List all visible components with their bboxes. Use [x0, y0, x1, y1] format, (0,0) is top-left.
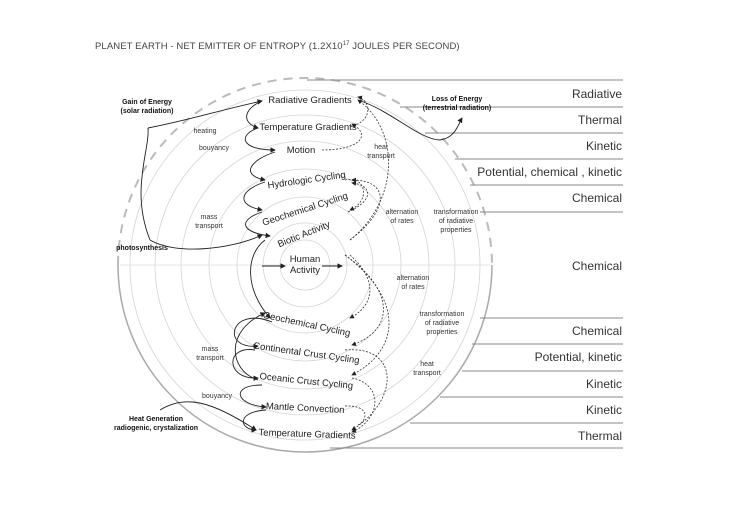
center-activity: Activity: [290, 265, 320, 276]
heat-transport-lower-2: transport: [413, 370, 441, 377]
diagram-title: PLANET EARTH - NET EMITTER OF ENTROPY (1…: [95, 41, 460, 52]
atmosphere-boundary-dashed: [117, 77, 493, 266]
energy-label: Chemical: [572, 259, 622, 273]
energy-label: Potential, chemical , kinetic: [477, 165, 622, 179]
energy-label: Thermal: [578, 113, 622, 127]
transformation-lower-3: properties: [426, 329, 458, 336]
node-radiative-gradients: Radiative Gradients: [268, 95, 352, 106]
energy-label: Potential, kinetic: [535, 350, 622, 364]
energy-label: Thermal: [578, 429, 622, 443]
mass-transport-lower-1: mass: [202, 346, 219, 353]
energy-form-labels: Radiative Thermal Kinetic Potential, che…: [477, 87, 622, 443]
alternation-upper-2: of rates: [390, 218, 414, 225]
transformation-upper-1: transformation: [434, 209, 479, 216]
bouyancy-lower-label: bouyancy: [202, 393, 232, 400]
photosynthesis-label: photosynthesis: [116, 245, 168, 252]
mass-transport-upper-1: mass: [201, 214, 218, 221]
alternation-lower-2: of rates: [401, 284, 425, 291]
heat-transport-upper-1: heat: [374, 144, 388, 151]
feedback-arrows: [321, 95, 390, 433]
alternation-lower-1: alternation: [397, 275, 430, 282]
node-biotic-activity: Biotic Activity: [276, 219, 332, 250]
node-temperature-gradients-lower: Temperature Gradients: [258, 427, 356, 441]
transformation-upper-3: properties: [440, 227, 472, 234]
transformation-lower-1: transformation: [420, 311, 465, 318]
heat-transport-upper-2: transport: [367, 153, 395, 160]
transformation-upper-2: of radiative: [439, 218, 473, 225]
gain-energy-label: Gain of Energy: [122, 99, 172, 106]
heat-transport-lower-1: heat: [420, 361, 434, 368]
flow-arrows: [140, 99, 463, 433]
alternation-upper-1: alternation: [386, 209, 419, 216]
mass-transport-upper-2: transport: [195, 223, 223, 230]
mass-transport-lower-2: transport: [196, 355, 224, 362]
energy-label: Radiative: [572, 87, 622, 101]
energy-label: Kinetic: [586, 139, 622, 153]
node-temperature-gradients: Temperature Gradients: [259, 122, 356, 133]
energy-label: Chemical: [572, 324, 622, 338]
energy-label: Chemical: [572, 191, 622, 205]
loss-energy-label: Loss of Energy: [432, 96, 483, 103]
concentric-rings: [120, 89, 490, 441]
energy-label: Kinetic: [586, 403, 622, 417]
gain-energy-sub: (solar radiation): [121, 108, 174, 115]
node-mantle-convection: Mantle Convection: [266, 401, 345, 416]
energy-dividers: [307, 79, 623, 449]
heating-label: heating: [194, 128, 217, 135]
heat-generation-sub: radiogenic, crystalization: [114, 425, 198, 432]
node-continental-crust-cycling: Continental Crust Cycling: [253, 341, 361, 367]
earth-boundary-solid: [117, 264, 493, 453]
node-motion: Motion: [287, 145, 316, 156]
heat-generation-label: Heat Generation: [129, 416, 183, 423]
transformation-lower-2: of radiative: [425, 320, 459, 327]
bouyancy-upper-label: bouyancy: [199, 145, 229, 152]
energy-label: Kinetic: [586, 377, 622, 391]
loss-energy-sub: (terrestrial radiation): [423, 105, 491, 112]
center-human: Human: [290, 254, 321, 265]
